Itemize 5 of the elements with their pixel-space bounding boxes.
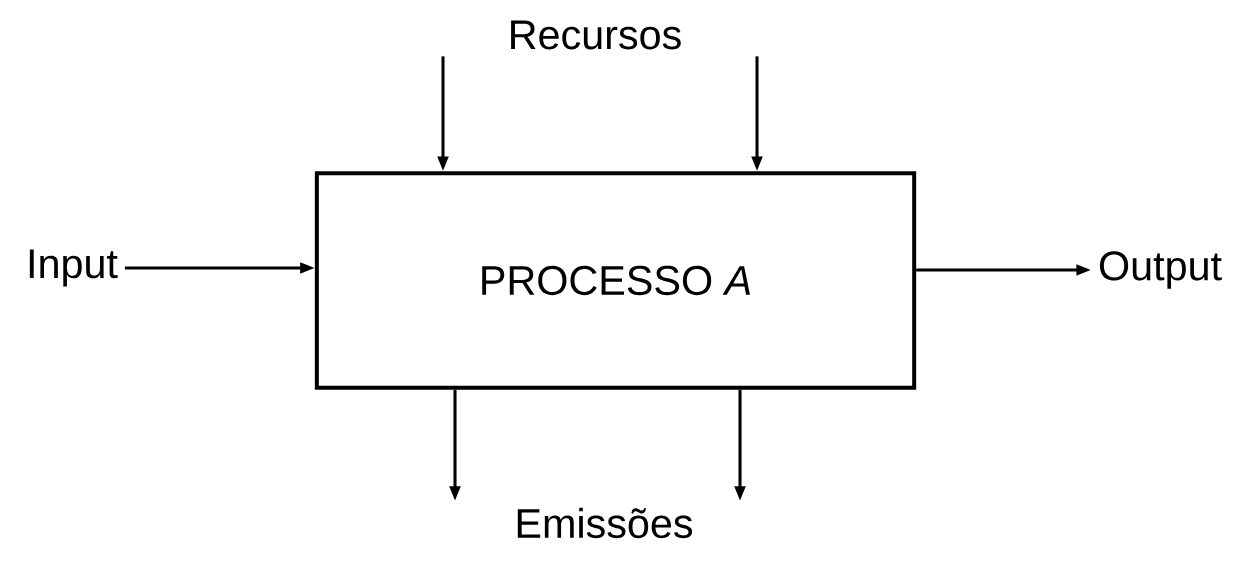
emission-label: Emissões — [517, 507, 693, 539]
output-label: Output — [1099, 251, 1222, 289]
resource-label: Recursos — [511, 20, 681, 50]
process-box: PROCESSO A — [314, 171, 917, 390]
input-label: Input — [29, 249, 118, 287]
